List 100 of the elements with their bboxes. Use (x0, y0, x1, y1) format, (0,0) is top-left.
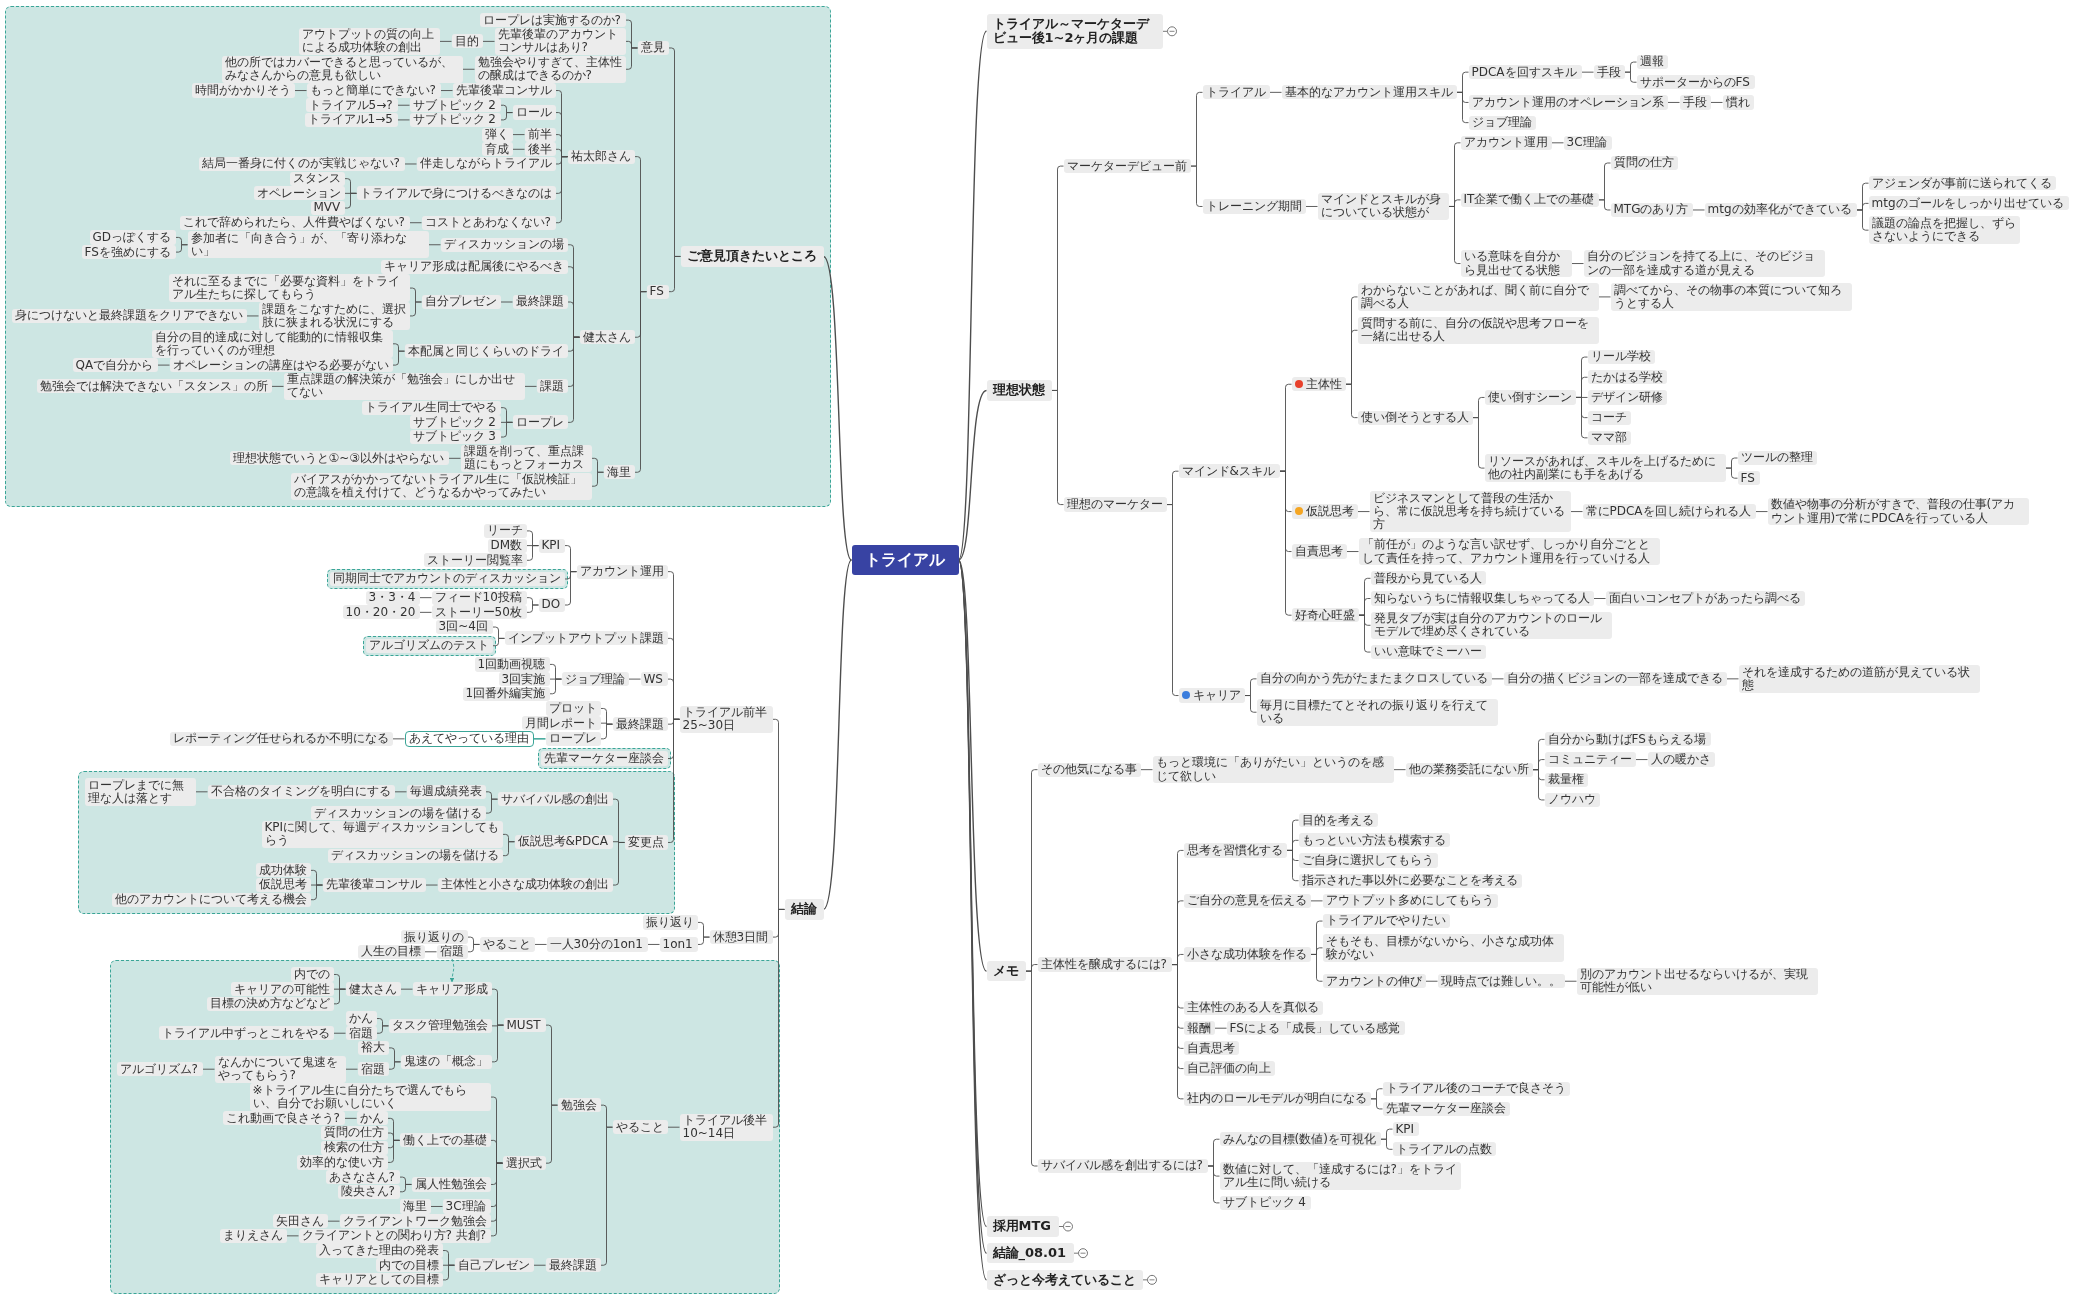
topic-box: 効率的な使い方 (296, 1155, 388, 1170)
connector-line (1472, 417, 1485, 469)
connector-line (419, 611, 432, 613)
connector-line (246, 315, 259, 317)
topic-box: 勉強会では解決できない「スタンス」の所 (36, 379, 272, 394)
topic-box: 先輩後輩のアカウントコンサルはあり? (494, 27, 626, 56)
main-topic-box: メモ (986, 960, 1026, 982)
topic-box: 働く上での基礎 (399, 1133, 491, 1148)
connector-line (822, 559, 853, 911)
topic-box: サブトピック 2 (409, 112, 501, 127)
topic-box: たかはる学校 (1587, 370, 1667, 385)
central-topic-box: トライアル (851, 545, 959, 575)
connector-line (424, 951, 437, 953)
topic-box: オペレーション (253, 186, 345, 201)
topic-box: マインド&スキル (1178, 464, 1280, 479)
topic-box: 自分プレゼン (421, 294, 501, 310)
connector-line (1025, 970, 1038, 1167)
topic-box: ご自身に選択してもらう (1298, 853, 1438, 868)
topic-box: 手段 (1593, 65, 1625, 80)
topic-box: スタンス (289, 171, 345, 186)
topic-box: 課題 (536, 379, 568, 394)
topic-box: ※トライアル生に自分たちで選んでもらい、自分でお願いしにいく (249, 1083, 491, 1111)
topic-box: 意見 (637, 40, 669, 56)
topic-box: 10・20・20 (342, 605, 420, 620)
topic-box: やること (612, 1120, 668, 1135)
topic-box: 身につけないと最終課題をクリアできない (11, 308, 247, 324)
connector-line (195, 791, 208, 793)
topic-box: 陵央さん? (337, 1184, 400, 1199)
topic-box: 議題の論点を把握し、ずらさないようにできる (1868, 216, 2020, 244)
callout-box: あえてやっている理由 (404, 730, 534, 747)
topic-box: 人生の目標 (357, 944, 425, 959)
topic-box: FSによる「成長」している感覚 (1226, 1021, 1405, 1036)
topic-box: レポーティング任せられるか不明になる (169, 731, 393, 746)
topic-box: コミュニティー (1544, 752, 1636, 767)
topic-box: コーチ (1587, 410, 1631, 425)
topic-box: 健太さん (579, 330, 635, 345)
connector-line (1593, 598, 1606, 599)
connector-line (394, 791, 407, 793)
connector-line (1532, 769, 1545, 801)
connector-line (388, 1061, 401, 1070)
topic-box: トライアル中ずっとこれをやる (158, 1026, 334, 1041)
connector-line (333, 988, 346, 1005)
connector-line (439, 40, 452, 42)
topic-box: 宿題 (436, 944, 468, 959)
topic-box: 使い倒すシーン (1484, 390, 1576, 405)
topic-box: アカウント運用 (576, 564, 668, 579)
topic-box: トライアル (1202, 85, 1270, 100)
topic-box: それに至るまでに「必要な資料」をトライアル生たちに探してもらう (168, 274, 410, 302)
connector-line (1345, 383, 1358, 419)
topic-box: かん (345, 1011, 377, 1026)
topic-box: 知らないうちに情報収集しちゃってる人 (1370, 591, 1594, 606)
topic-box: それを達成するための道筋が見えている状態 (1738, 665, 1980, 693)
connector-line (634, 291, 647, 473)
connector-line (600, 1126, 613, 1266)
topic-box: いる意味を自分から見出せてる状態 (1460, 249, 1572, 278)
topic-box: トライアル1→5 (304, 112, 398, 127)
connector-line (400, 988, 413, 990)
connector-line (1624, 71, 1637, 83)
topic-box: 自己評価の向上 (1183, 1061, 1275, 1076)
topic-box: ジョブ理論 (1468, 115, 1536, 130)
connector-line (1244, 695, 1257, 713)
connector-line (491, 1024, 504, 1063)
connector-line (1564, 980, 1577, 982)
connector-line (397, 119, 410, 121)
topic-box: KPIに関して、毎週ディスカッションしてもらう (261, 820, 503, 849)
connector-line (344, 1117, 357, 1119)
connector-line (526, 545, 539, 561)
topic-box: 祐太郎さん (567, 149, 635, 164)
topic-box: 後半 (524, 142, 556, 157)
topic-box: 海里 (603, 465, 635, 480)
connector-line (500, 301, 513, 303)
topic-box: アウトプット多めにしてもらう (1322, 893, 1498, 908)
connector-line (397, 104, 410, 106)
connector-line (600, 723, 613, 740)
connector-line (567, 336, 580, 423)
topic-box: もっと環境に「ありがたい」というのを感じて欲しい (1152, 755, 1394, 784)
connector-line (591, 471, 604, 487)
boundary-frame (77, 771, 675, 914)
topic-box: 不合格のタイミングを明白にする (207, 784, 395, 799)
topic-box: ロープレは実施するのか? (479, 13, 626, 28)
connector-line (1190, 165, 1203, 207)
topic-box: かん (356, 1111, 388, 1126)
connector-line (564, 571, 577, 606)
connector-line (1598, 296, 1611, 298)
topic-box: ロープレ (545, 731, 601, 746)
topic-box: mtgの効率化ができている (1704, 202, 1857, 218)
connector-line (1667, 102, 1680, 103)
topic-box: 最終課題 (612, 717, 668, 732)
topic-box: 週報 (1636, 54, 1668, 70)
connector-line (1393, 769, 1406, 771)
topic-box: 手段 (1679, 95, 1711, 110)
topic-box: 自責思考 (1291, 544, 1347, 559)
topic-box: 他の業務委託にない所 (1405, 762, 1533, 777)
topic-box: アジェンダが事前に送られてくる (1868, 176, 2056, 191)
topic-box: 調べてから、その物事の本質について知ろうとする人 (1610, 283, 1852, 311)
topic-box: 質問の仕方 (1610, 155, 1678, 171)
connector-line (392, 738, 405, 740)
connector-line (957, 389, 988, 561)
connector-line (387, 1139, 400, 1163)
connector-line (1358, 614, 1371, 653)
